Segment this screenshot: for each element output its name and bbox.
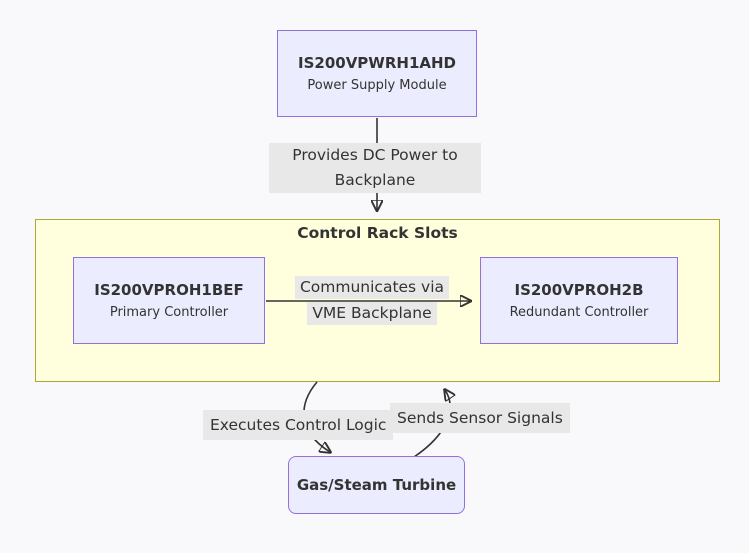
node-power-supply-role: Power Supply Module [307, 77, 447, 93]
node-turbine-label: Gas/Steam Turbine [296, 476, 457, 494]
node-redundant-controller: IS200VPROH2B Redundant Controller [480, 257, 678, 344]
node-turbine: Gas/Steam Turbine [288, 456, 465, 514]
node-primary-controller-part-number: IS200VPROH1BEF [94, 280, 244, 299]
edge-label-sends-sensor-signals: Sends Sensor Signals [390, 403, 570, 433]
edge-label-power-to-rack-line1: Provides DC Power to [292, 146, 458, 164]
edge-label-communicates-via-line1: Communicates via [294, 276, 450, 299]
edge-label-power-to-rack-line2: Backplane [334, 171, 416, 189]
edge-label-power-to-rack: Provides DC Power to Backplane [269, 143, 481, 193]
node-redundant-controller-part-number: IS200VPROH2B [514, 280, 644, 299]
cluster-title: Control Rack Slots [297, 224, 458, 242]
node-redundant-controller-role: Redundant Controller [509, 304, 649, 320]
node-power-supply: IS200VPWRH1AHD Power Supply Module [277, 30, 477, 117]
edge-label-communicates-via: Communicates via VME Backplane [294, 276, 450, 325]
node-primary-controller-role: Primary Controller [109, 304, 229, 320]
edge-label-executes-control-logic: Executes Control Logic [203, 410, 394, 440]
edge-label-communicates-via-line2: VME Backplane [307, 302, 437, 325]
node-power-supply-part-number: IS200VPWRH1AHD [298, 53, 456, 72]
node-primary-controller: IS200VPROH1BEF Primary Controller [73, 257, 265, 344]
